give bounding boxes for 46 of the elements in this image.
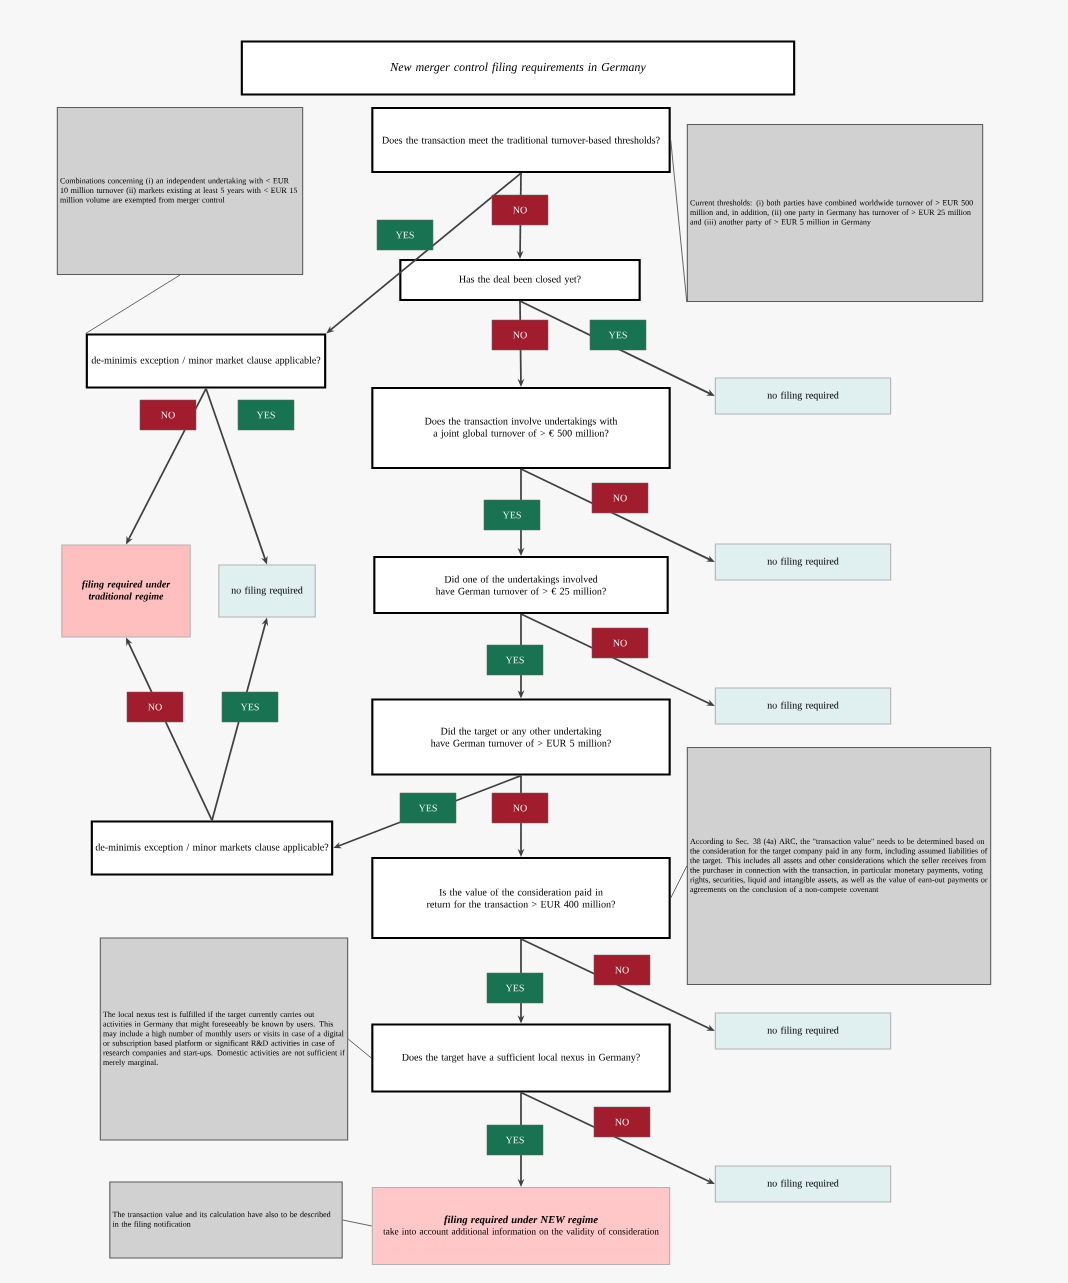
outcome-box: filing required under NEW regime take into account additional information on the validity of consideration <box>371 1186 671 1266</box>
note-box: Combinations concerning (i) an independent undertaking with < EUR 10 million turnover (ii) markets existing at least 5 years with < EUR 15 million volume are exempted from merger control <box>56 106 304 276</box>
leader-line <box>670 865 688 899</box>
outcome-box: no filing required <box>714 687 892 725</box>
edge-label: NO <box>491 319 549 351</box>
edge-label: NO <box>593 954 651 986</box>
note-box: Current thresholds: (i) both parties have combined worldwide turnover of > EUR 500 million and, in addition, (ii) one party in Germany has turnover of > EUR 25 million and (iii) another party of > EUR 5 million in Germany <box>686 123 984 303</box>
edge-label: NO <box>126 691 184 723</box>
leader-line <box>85 274 181 334</box>
edge-label: YES <box>486 1124 544 1156</box>
decision-box: Is the value of the consideration paid in return for the transaction > EUR 400 million? <box>371 856 671 940</box>
note-box: According to Sec. 38 (4a) ARC, the "transaction value" needs to be determined based on the consideration for the target company paid in any form, including assumed liabilities of the target. This includes all assets and other considerations which the seller receives from the purchaser in connection with the transaction, in particular monetary payments, voting rights, securities, liquid and intangible assets, as well as the value of earn-out payments or agreements on the conclusion of a non-compete covenant <box>686 746 992 986</box>
leader-line <box>347 1038 372 1059</box>
note-box: The transaction value and its calculation have also to be described in the filing notification <box>109 1181 343 1259</box>
edge-label: YES <box>486 972 544 1004</box>
outcome-box: no filing required <box>714 1012 892 1050</box>
decision-box: Did one of the undertakings involved have German turnover of > € 25 million? <box>373 555 669 615</box>
decision-box: de-minimis exception / minor markets clause applicable? <box>90 820 334 876</box>
edge-label: YES <box>486 644 544 676</box>
edge-label: YES <box>237 399 295 431</box>
outcome-box: no filing required <box>714 377 892 415</box>
decision-box: Did the target or any other undertaking have German turnover of > EUR 5 million? <box>371 698 671 776</box>
edge-label: YES <box>483 499 541 531</box>
outcome-box: filing required under traditional regime <box>61 544 191 638</box>
decision-box: de-minimis exception / minor market clause applicable? <box>85 333 327 389</box>
title-box: New merger control filing requirements in Germany <box>240 40 796 96</box>
edge-label: NO <box>139 399 197 431</box>
edge-label: YES <box>589 319 647 351</box>
decision-box: Has the deal been closed yet? <box>399 258 641 302</box>
note-box: The local nexus test is fulfilled if the target currently carries out activities in Germany that might foreseeably be known by users. This may include a high number of monthly users or visits in case of a digital or subscription based platform or significant R&D activities in case of research companies and start-ups. Domestic activities are not sufficient if merely marginal. <box>99 937 349 1141</box>
edge-label: YES <box>376 219 434 251</box>
decision-box: Does the transaction meet the traditional turnover-based thresholds? <box>371 106 671 174</box>
edge-label: NO <box>491 792 549 824</box>
outcome-box: no filing required <box>714 543 892 581</box>
edge-label: NO <box>591 627 649 659</box>
outcome-box: no filing required <box>218 564 316 618</box>
edge-label: YES <box>399 792 457 824</box>
decision-box: Does the target have a sufficient local nexus in Germany? <box>371 1023 671 1093</box>
edge-label: NO <box>491 194 549 226</box>
outcome-box: no filing required <box>714 1165 892 1203</box>
leader-line <box>342 1219 373 1227</box>
edge-label: NO <box>591 482 649 514</box>
leader-line <box>670 139 688 303</box>
edge-label: NO <box>593 1106 651 1138</box>
decision-box: Does the transaction involve undertakings with a joint global turnover of > € 500 million? <box>371 386 671 470</box>
edge-label: YES <box>221 691 279 723</box>
